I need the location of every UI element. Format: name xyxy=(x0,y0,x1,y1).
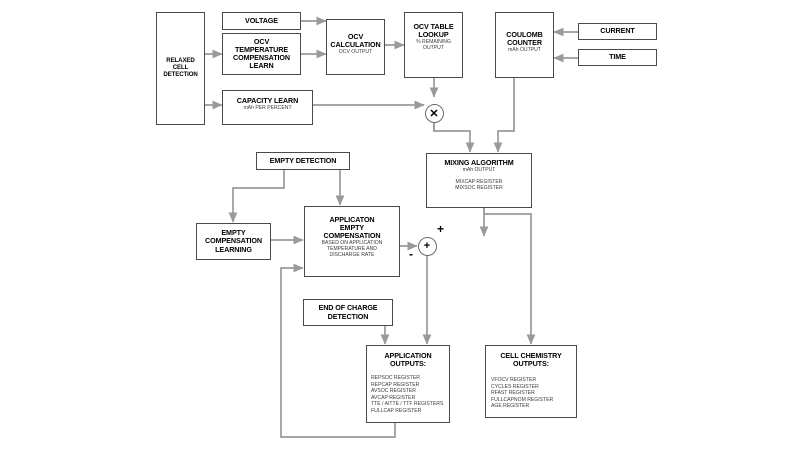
cell-chemistry-outputs-register-4: AGE REGISTER xyxy=(491,403,530,410)
node-ocv-calculation[interactable]: OCV CALCULATION OCV OUTPUT xyxy=(326,19,385,75)
node-application-outputs[interactable]: APPLICATION OUTPUTS: REPSOC REGISTER REP… xyxy=(366,345,450,423)
end-of-charge-detection-title: END OF CHARGE DETECTION xyxy=(318,303,378,321)
ocv-table-lookup-title: OCV TABLE LOOKUP xyxy=(413,22,454,40)
cell-chemistry-outputs-register-3: FULLCAPNOM REGISTER xyxy=(491,396,554,403)
cell-chemistry-outputs-title: CELL CHEMISTRY OUTPUTS: xyxy=(500,351,562,369)
time-title: TIME xyxy=(609,52,626,62)
mixing-algorithm-title: MIXING ALGORITHM xyxy=(444,158,514,167)
sum-left-minus-sign: - xyxy=(409,247,413,261)
wire-emptydet-to-emptycomplearn xyxy=(228,170,285,223)
sum-junction-icon: + xyxy=(417,236,437,256)
mixing-algorithm-register-1: MIXSOC REGISTER xyxy=(455,184,503,191)
wire-coulomb-to-mixing xyxy=(493,78,515,153)
application-outputs-register-4: TTE / AITTE / TTF REGISTERS xyxy=(371,401,444,408)
empty-detection-title: EMPTY DETECTION xyxy=(269,155,337,165)
cell-chemistry-outputs-register-0: VFOCV REGISTER xyxy=(491,377,537,384)
wire-multiply-to-mixing xyxy=(433,124,475,153)
application-outputs-register-2: AVSOC REGISTER xyxy=(371,388,416,395)
wire-mixing-to-cellchem xyxy=(484,213,536,345)
sum-top-plus-sign: + xyxy=(437,222,445,236)
coulomb-counter-subtitle: mAh OUTPUT xyxy=(508,47,541,54)
node-cell-chemistry-outputs[interactable]: CELL CHEMISTRY OUTPUTS: VFOCV REGISTER C… xyxy=(485,345,577,418)
node-empty-detection[interactable]: EMPTY DETECTION xyxy=(256,152,350,170)
node-ocv-temperature-compensation-learn[interactable]: OCV TEMPERATURE COMPENSATION LEARN xyxy=(222,33,301,75)
wire-appoutputs-feedback xyxy=(280,263,396,438)
node-mixing-algorithm[interactable]: MIXING ALGORITHM mAh OUTPUT MIXCAP REGIS… xyxy=(426,153,532,208)
mixing-algorithm-register-0: MIXCAP REGISTER xyxy=(455,178,503,185)
application-empty-compensation-subtitle: BASED ON APPLICATION TEMPERATURE AND DIS… xyxy=(321,240,383,258)
multiply-glyph: ✕ xyxy=(429,107,439,120)
ocv-calculation-subtitle: OCV OUTPUT xyxy=(338,49,373,56)
multiply-junction-icon: ✕ xyxy=(424,103,444,123)
application-outputs-register-1: REPCAP REGISTER xyxy=(371,381,420,388)
node-capacity-learn[interactable]: CAPACITY LEARN mAh PER PERCENT xyxy=(222,90,313,125)
mixing-algorithm-subtitle: mAh OUTPUT xyxy=(462,167,496,174)
voltage-title: VOLTAGE xyxy=(245,15,278,25)
application-outputs-title: APPLICATION OUTPUTS: xyxy=(384,351,432,369)
ocv-temperature-compensation-learn-title: OCV TEMPERATURE COMPENSATION LEARN xyxy=(233,36,290,71)
node-empty-compensation-learning[interactable]: EMPTY COMPENSATION LEARNING xyxy=(196,223,271,260)
cell-chemistry-outputs-register-list: VFOCV REGISTER CYCLES REGISTER RFAST REG… xyxy=(486,377,553,410)
node-end-of-charge-detection[interactable]: END OF CHARGE DETECTION xyxy=(303,299,393,326)
application-outputs-register-list: REPSOC REGISTER REPCAP REGISTER AVSOC RE… xyxy=(367,375,443,414)
node-application-empty-compensation[interactable]: APPLICATON EMPTY COMPENSATION BASED ON A… xyxy=(304,206,400,277)
application-outputs-register-3: AVCAP REGISTER xyxy=(371,394,416,401)
coulomb-counter-title: COULOMB COUNTER xyxy=(506,30,543,48)
current-title: CURRENT xyxy=(600,26,635,36)
node-ocv-table-lookup[interactable]: OCV TABLE LOOKUP % REMAINING OUTPUT xyxy=(404,12,463,78)
ocv-calculation-title: OCV CALCULATION xyxy=(330,32,381,50)
node-relaxed-cell-detection[interactable]: RELAXED CELL DETECTION xyxy=(156,12,205,125)
application-outputs-register-5: FULLCAP REGISTER xyxy=(371,407,422,414)
relaxed-cell-detection-title: RELAXED CELL DETECTION xyxy=(163,57,198,78)
application-outputs-register-0: REPSOC REGISTER xyxy=(371,375,420,382)
node-current[interactable]: CURRENT xyxy=(578,23,657,40)
cell-chemistry-outputs-register-2: RFAST REGISTER xyxy=(491,390,535,397)
node-voltage[interactable]: VOLTAGE xyxy=(222,12,301,30)
sum-glyph: + xyxy=(423,240,431,252)
cell-chemistry-outputs-register-1: CYCLES REGISTER xyxy=(491,383,539,390)
capacity-learn-subtitle: mAh PER PERCENT xyxy=(243,105,292,112)
node-time[interactable]: TIME xyxy=(578,49,657,66)
node-coulomb-counter[interactable]: COULOMB COUNTER mAh OUTPUT xyxy=(495,12,554,78)
empty-compensation-learning-title: EMPTY COMPENSATION LEARNING xyxy=(205,228,262,254)
application-empty-compensation-title: APPLICATON EMPTY COMPENSATION xyxy=(323,215,381,241)
capacity-learn-title: CAPACITY LEARN xyxy=(236,96,299,105)
ocv-table-lookup-subtitle: % REMAINING OUTPUT xyxy=(416,39,451,51)
